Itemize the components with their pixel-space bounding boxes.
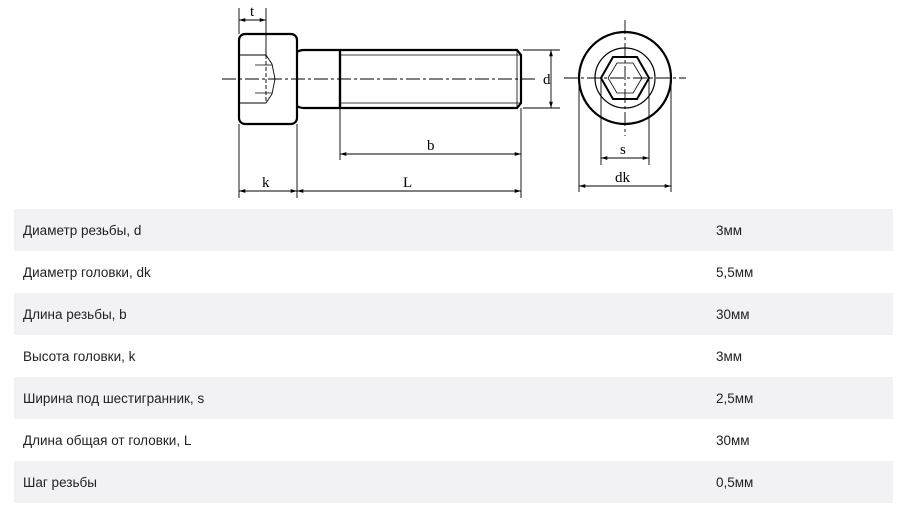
table-row: Диаметр резьбы, d 3мм bbox=[14, 209, 893, 251]
label-t: t bbox=[250, 4, 255, 20]
param-name: Высота головки, k bbox=[23, 348, 136, 364]
dimension-lines-side bbox=[238, 8, 560, 198]
table-row: Длина резьбы, b 30мм bbox=[14, 293, 893, 335]
param-name: Длина общая от головки, L bbox=[23, 432, 192, 448]
param-name: Длина резьбы, b bbox=[14, 293, 706, 335]
label-L: L bbox=[403, 175, 412, 191]
label-d: d bbox=[543, 72, 551, 88]
param-value: 30мм bbox=[716, 432, 750, 448]
param-value: 2,5мм bbox=[706, 377, 893, 419]
table-row: Ширина под шестигранник, s 2,5мм bbox=[14, 377, 893, 419]
param-value: 3мм bbox=[716, 348, 743, 364]
label-dk: dk bbox=[615, 170, 631, 186]
table-row: Шаг резьбы 0,5мм bbox=[14, 461, 893, 503]
screw-end-view bbox=[564, 20, 686, 136]
screw-side-view bbox=[222, 32, 538, 126]
label-k: k bbox=[262, 175, 270, 191]
param-name: Диаметр головки, dk bbox=[23, 264, 151, 280]
param-value: 3мм bbox=[706, 209, 893, 251]
spec-table: Диаметр резьбы, d 3мм Диаметр головки, d… bbox=[14, 209, 893, 503]
param-name: Ширина под шестигранник, s bbox=[14, 377, 706, 419]
param-value: 5,5мм bbox=[716, 264, 754, 280]
param-value: 0,5мм bbox=[706, 461, 893, 503]
table-row: Диаметр головки, dk 5,5мм bbox=[14, 251, 893, 293]
param-name: Шаг резьбы bbox=[14, 461, 706, 503]
label-s: s bbox=[620, 142, 626, 158]
table-row: Высота головки, k 3мм bbox=[14, 335, 893, 377]
param-value: 30мм bbox=[706, 293, 893, 335]
label-b: b bbox=[427, 138, 435, 154]
param-name: Диаметр резьбы, d bbox=[14, 209, 706, 251]
screw-drawing: t d b k L s dk bbox=[222, 4, 686, 198]
table-row: Длина общая от головки, L 30мм bbox=[14, 419, 893, 461]
dimension-lines-end bbox=[578, 78, 672, 192]
